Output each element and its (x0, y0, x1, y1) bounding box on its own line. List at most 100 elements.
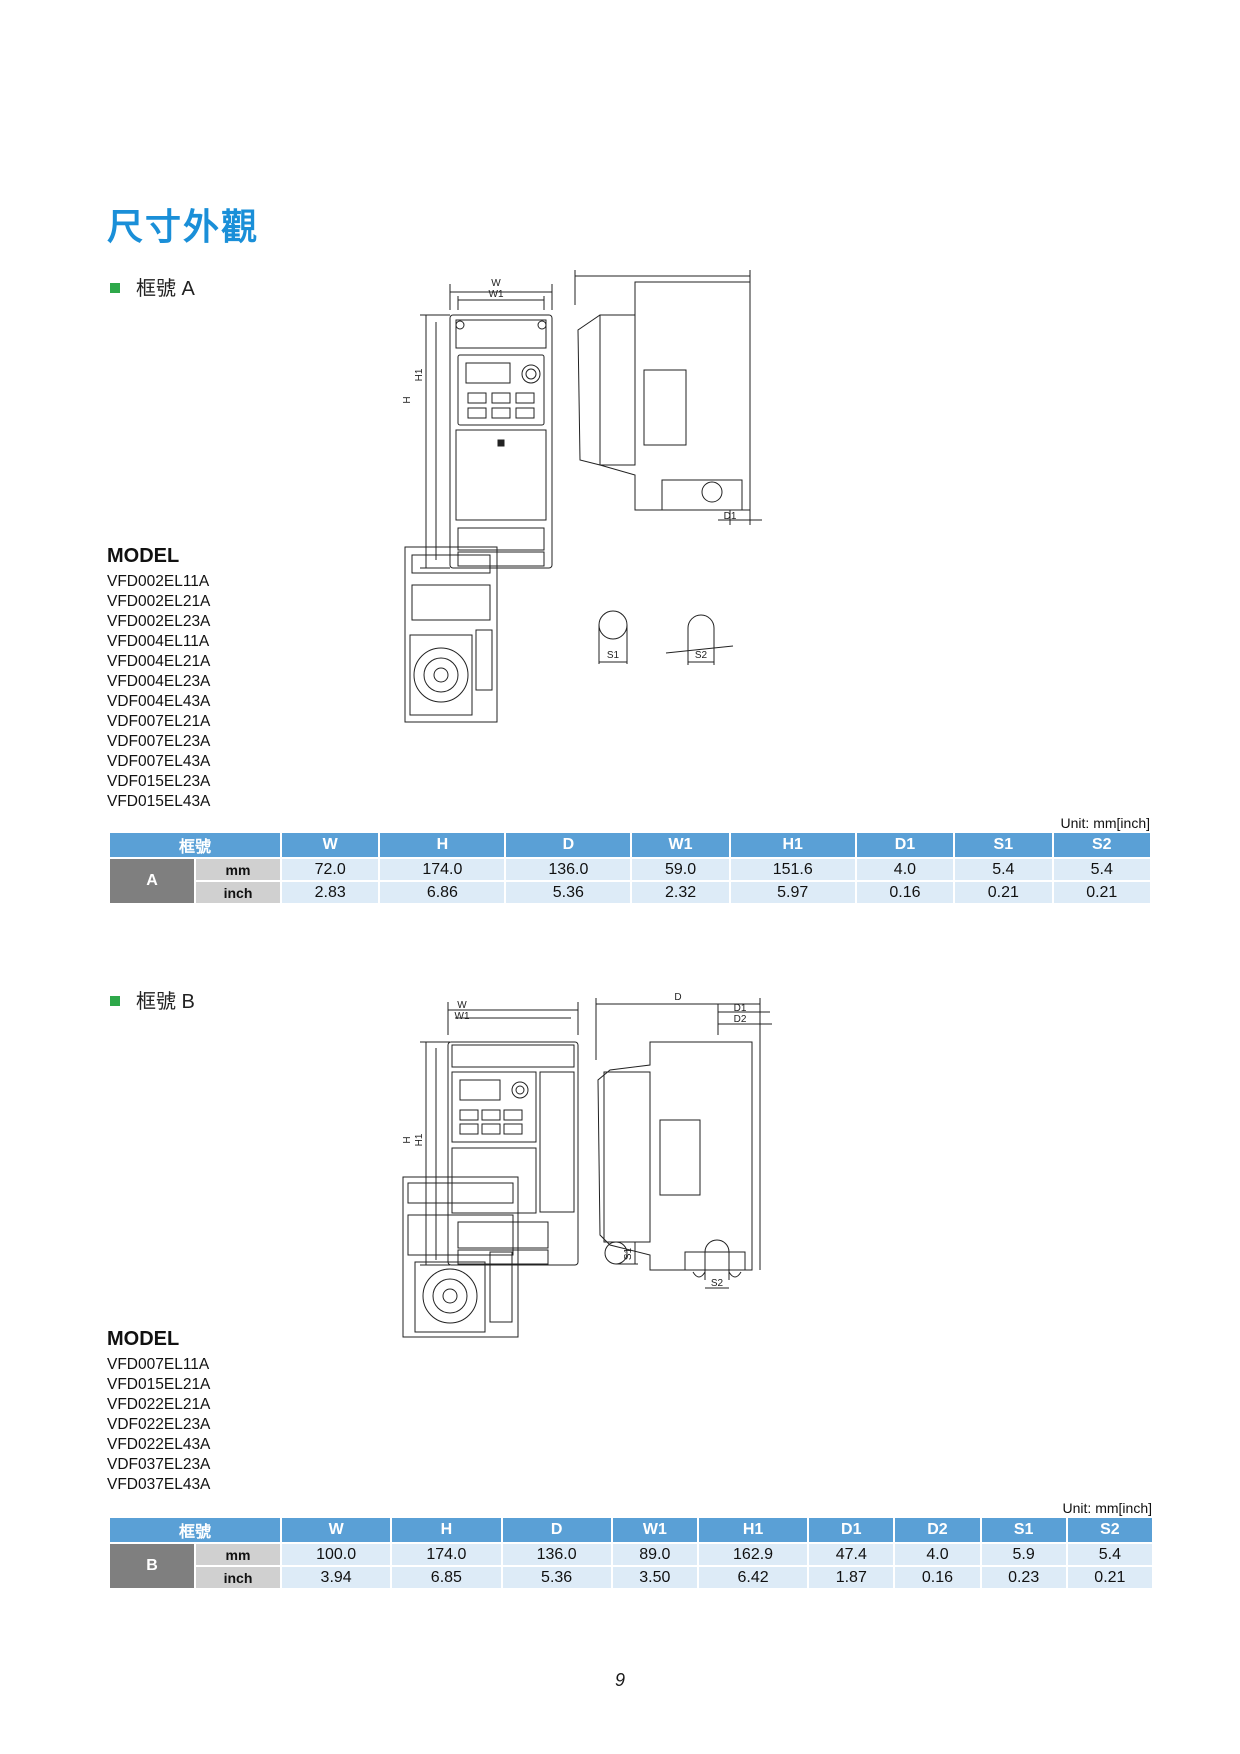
dim-s1-label: S1 (623, 1247, 634, 1260)
model-item: VFD002EL21A (107, 593, 211, 610)
model-heading-b: MODEL (107, 1328, 180, 1350)
unit-note-b: Unit: mm[inch] (1062, 1500, 1152, 1516)
dim-w-label: W (491, 278, 501, 289)
table-cell: 5.97 (730, 882, 855, 903)
model-list-a: VFD002EL11A VFD002EL21A VFD002EL23A VFD0… (107, 572, 210, 812)
unit-cell: inch (196, 1567, 280, 1588)
dim-d-label: D (658, 270, 665, 273)
col-header: D (502, 1518, 611, 1542)
dim-h-label: H (402, 1136, 413, 1143)
col-header: W1 (632, 833, 729, 857)
table-cell: 5.36 (506, 882, 631, 903)
table-cell: 5.4 (1067, 1544, 1152, 1565)
col-header: H1 (698, 1518, 808, 1542)
model-item: VFD022EL21A (107, 1396, 211, 1413)
unit-note-a: Unit: mm[inch] (1060, 815, 1150, 831)
frame-a-drawings: W W1 H H1 D D1 S1 S2 (402, 270, 762, 723)
dim-d1-label: D1 (734, 1003, 747, 1014)
table-cell: 0.23 (981, 1567, 1066, 1588)
col-header: H (392, 1518, 501, 1542)
table-cell: 89.0 (612, 1544, 697, 1565)
frame-cell: B (110, 1544, 194, 1588)
col-header: S1 (955, 833, 1052, 857)
page-number: 9 (614, 1670, 625, 1690)
table-cell: 0.16 (856, 882, 954, 903)
model-item: VFD002EL11A (107, 573, 210, 590)
table-cell: 0.21 (1053, 882, 1150, 903)
frame-a-label-text: 框號 A (136, 278, 195, 300)
model-item: VFD002EL23A (107, 613, 211, 630)
table-cell: 2.32 (632, 882, 729, 903)
table-header-row: 框號 W H D W1 H1 D1 S1 S2 (110, 833, 1150, 857)
page-title: 尺寸外觀 (107, 206, 260, 247)
dim-s2-label: S2 (711, 1278, 724, 1289)
model-item: VFD007EL11A (107, 1356, 210, 1373)
table-cell: 136.0 (506, 859, 631, 880)
table-cell: 0.21 (955, 882, 1052, 903)
col-header: S1 (981, 1518, 1066, 1542)
table-cell: 174.0 (392, 1544, 501, 1565)
table-cell: 151.6 (730, 859, 855, 880)
dim-w1-label: W1 (489, 289, 504, 300)
table-cell: 6.86 (380, 882, 505, 903)
col-header: H (380, 833, 505, 857)
col-header: D2 (895, 1518, 980, 1542)
table-cell: 3.50 (612, 1567, 697, 1588)
table-row: B mm 100.0 174.0 136.0 89.0 162.9 47.4 4… (110, 1544, 1152, 1588)
table-cell: 5.4 (955, 859, 1052, 880)
col-header: D1 (809, 1518, 894, 1542)
table-cell: 59.0 (632, 859, 729, 880)
model-heading-a: MODEL (107, 545, 180, 567)
col-header: W (282, 833, 379, 857)
table-cell: 6.85 (392, 1567, 501, 1588)
frame-b-label-text: 框號 B (136, 991, 195, 1013)
model-list-b: VFD007EL11A VFD015EL21A VFD022EL21A VDF0… (107, 1355, 210, 1495)
table-cell: 5.36 (502, 1567, 611, 1588)
table-cell: 174.0 (380, 859, 505, 880)
model-item: VDF004EL43A (107, 693, 211, 710)
table-cell: 162.9 (698, 1544, 808, 1565)
table-cell: 100.0 (282, 1544, 391, 1565)
model-item: VFD015EL43A (107, 793, 211, 810)
col-header: D1 (856, 833, 954, 857)
dimension-table-a: 框號 W H D W1 H1 D1 S1 S2 A mm 72.0 174.0 … (108, 831, 1152, 905)
model-item: VFD004EL21A (107, 653, 211, 670)
unit-cell: inch (196, 882, 280, 903)
table-cell: 0.16 (895, 1567, 980, 1588)
dim-h-label: H (402, 396, 413, 403)
frame-b-drawings: W W1 H H1 D D1 D2 S1 S2 (402, 992, 772, 1338)
frame-a-label: 框號 A (110, 272, 195, 301)
table-row: A mm 72.0 174.0 136.0 59.0 151.6 4.0 5.4… (110, 859, 1150, 903)
table-cell: 3.94 (282, 1567, 391, 1588)
bullet-icon (110, 995, 120, 1006)
table-cell: 4.0 (895, 1544, 980, 1565)
table-cell: 136.0 (502, 1544, 611, 1565)
table-row: inch 3.94 6.85 5.36 3.50 6.42 1.87 0.16 … (110, 1567, 1152, 1588)
dimension-table-b: 框號 W H D W1 H1 D1 D2 S1 S2 B mm 100.0 17… (108, 1516, 1154, 1590)
model-item: VDF007EL21A (107, 713, 211, 730)
model-item: VDF007EL23A (107, 733, 211, 750)
table-cell: 2.83 (282, 882, 379, 903)
table-row: inch 2.83 6.86 5.36 2.32 5.97 0.16 0.21 … (110, 882, 1150, 903)
table-cell: 5.9 (981, 1544, 1066, 1565)
dim-d2-label: D2 (734, 1014, 747, 1025)
table-cell: 6.42 (698, 1567, 808, 1588)
col-header: D (506, 833, 631, 857)
dim-s2-label: S2 (695, 650, 708, 661)
model-item: VFD037EL43A (107, 1476, 211, 1493)
dim-h1-label: H1 (414, 1133, 425, 1146)
model-item: VDF022EL23A (107, 1416, 211, 1433)
table-header-row: 框號 W H D W1 H1 D1 D2 S1 S2 (110, 1518, 1152, 1542)
model-item: VFD015EL21A (107, 1376, 211, 1393)
table-corner: 框號 (110, 833, 280, 857)
model-item: VFD004EL23A (107, 673, 211, 690)
col-header: W (282, 1518, 391, 1542)
dim-s1-label: S1 (607, 650, 620, 661)
model-item: VFD022EL43A (107, 1436, 211, 1453)
dim-d-label: D (674, 992, 681, 1003)
unit-cell: mm (196, 1544, 280, 1565)
table-cell: 4.0 (856, 859, 954, 880)
model-item: VDF007EL43A (107, 753, 211, 770)
table-cell: 0.21 (1067, 1567, 1152, 1588)
dim-d1-label: D1 (724, 511, 737, 522)
